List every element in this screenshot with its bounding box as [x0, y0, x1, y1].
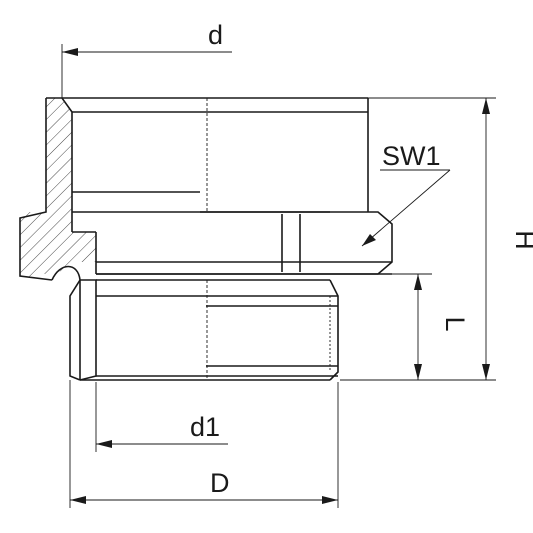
label-l: L	[440, 316, 470, 331]
hex-flange	[72, 211, 393, 275]
section-hatch-flange	[20, 192, 96, 278]
label-sw1: SW1	[382, 141, 441, 171]
dim-l: L	[392, 273, 470, 380]
dim-sw1: SW1	[361, 141, 451, 247]
label-d1: d1	[190, 412, 220, 442]
label-d: d	[208, 20, 223, 50]
dim-d1: d1	[95, 382, 228, 452]
section-hatch	[46, 98, 72, 192]
threaded-spigot	[79, 279, 339, 381]
upper-body	[62, 97, 369, 212]
section-view	[19, 97, 96, 381]
dim-d: d	[61, 20, 232, 98]
dim-h: H	[340, 97, 533, 381]
label-h: H	[510, 230, 533, 250]
dim-big-d: D	[69, 380, 339, 508]
label-big-d: D	[210, 468, 230, 498]
section-neck	[51, 265, 81, 381]
